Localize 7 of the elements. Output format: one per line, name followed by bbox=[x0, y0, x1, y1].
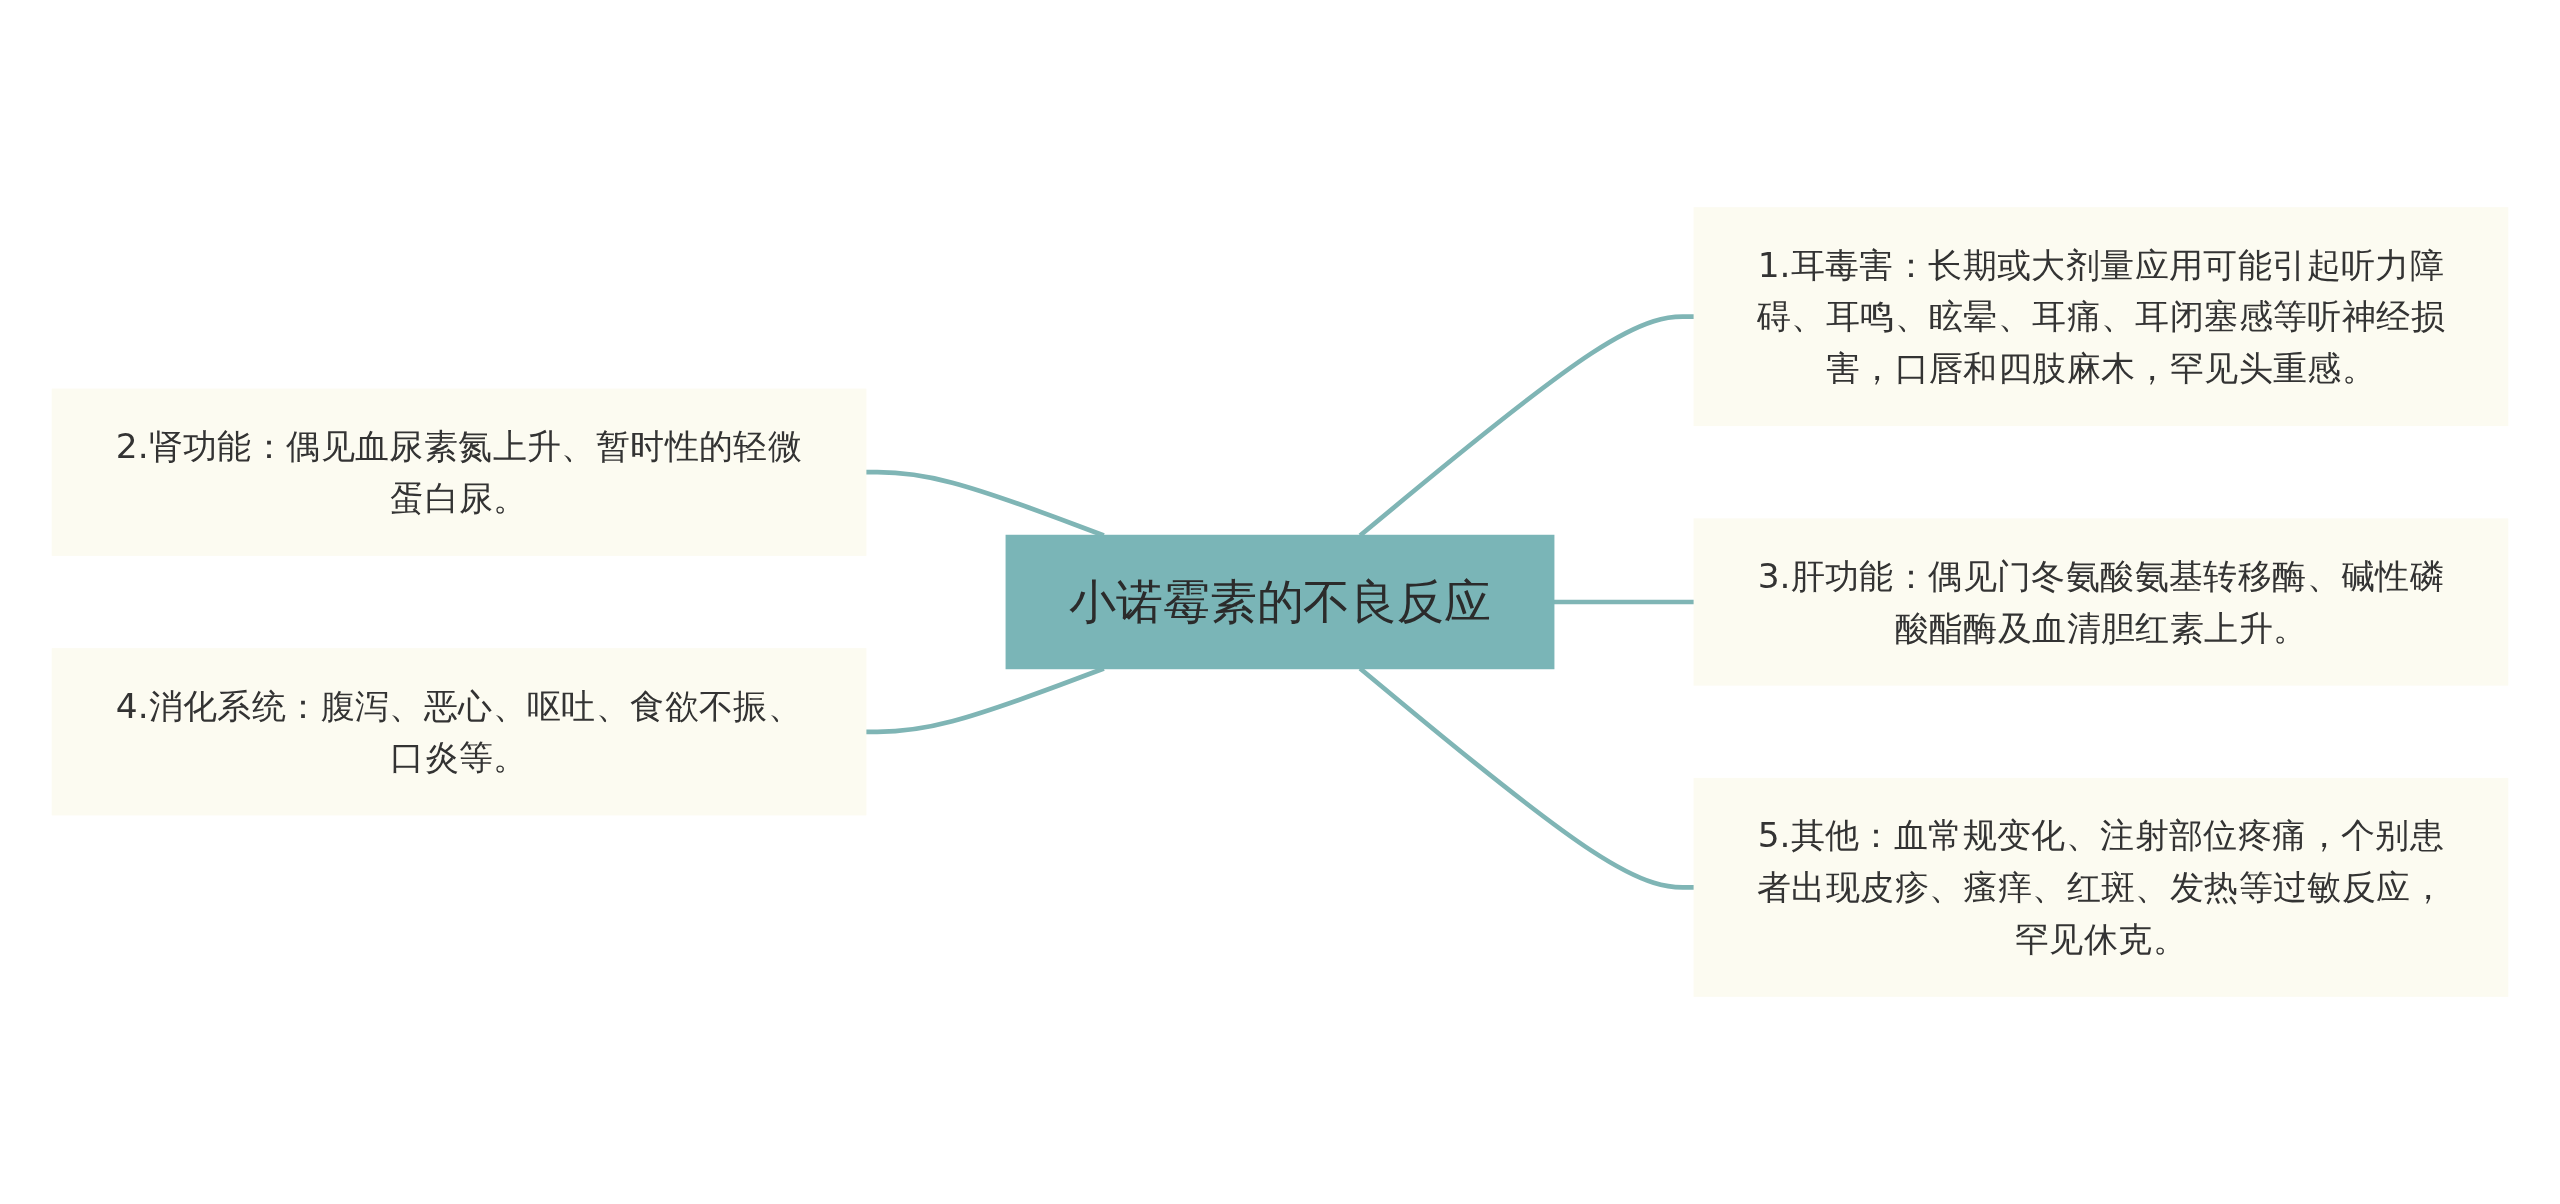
node-box: 小诺霉素的不良反应 bbox=[1005, 534, 1555, 670]
node-box: 4.消化系统：腹泻、恶心、呕吐、食欲不振、口炎等。 bbox=[51, 648, 867, 816]
connector bbox=[1553, 599, 1695, 605]
node-box: 3.肝功能：偶见门冬氨酸氨基转移酶、碱性磷酸酯酶及血清胆红素上升。 bbox=[1693, 518, 2509, 686]
node-box: 2.肾功能：偶见血尿素氮上升、暂时性的轻微蛋白尿。 bbox=[51, 388, 867, 556]
node-box: 1.耳毒害：长期或大剂量应用可能引起听力障碍、耳鸣、眩晕、耳痛、耳闭塞感等听神经损害，口唇和四肢麻木，罕见头重感。 bbox=[1693, 207, 2509, 427]
node-box: 5.其他：血常规变化、注射部位疼痛，个别患者出现皮疹、瘙痒、红斑、发热等过敏反应，罕见休克。 bbox=[1693, 777, 2509, 997]
